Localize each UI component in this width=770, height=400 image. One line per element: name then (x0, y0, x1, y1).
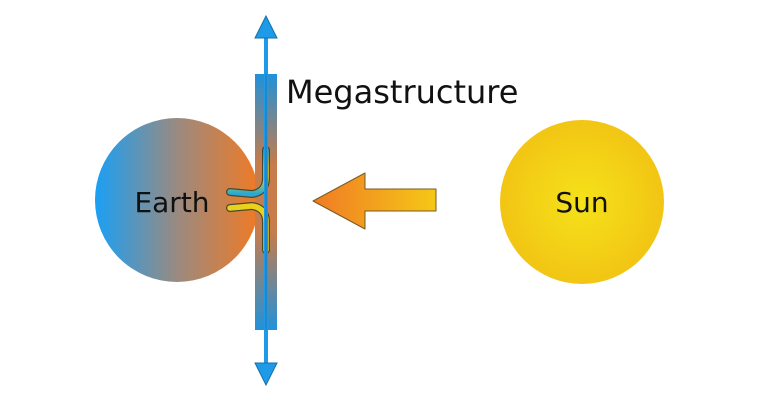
sun: Sun (500, 120, 664, 284)
arrow-up-icon (254, 14, 278, 39)
arrow-down-icon (254, 362, 278, 387)
sun-circle (500, 120, 664, 284)
sunlight-arrow (312, 172, 437, 230)
sun-label: Sun (555, 186, 608, 219)
megastructure: Megastructure (226, 14, 518, 387)
arrow-left-icon (312, 172, 437, 230)
earth: Earth (95, 118, 259, 282)
earth-label: Earth (134, 186, 209, 219)
earth-circle (95, 118, 259, 282)
megastructure-label: Megastructure (286, 73, 518, 111)
